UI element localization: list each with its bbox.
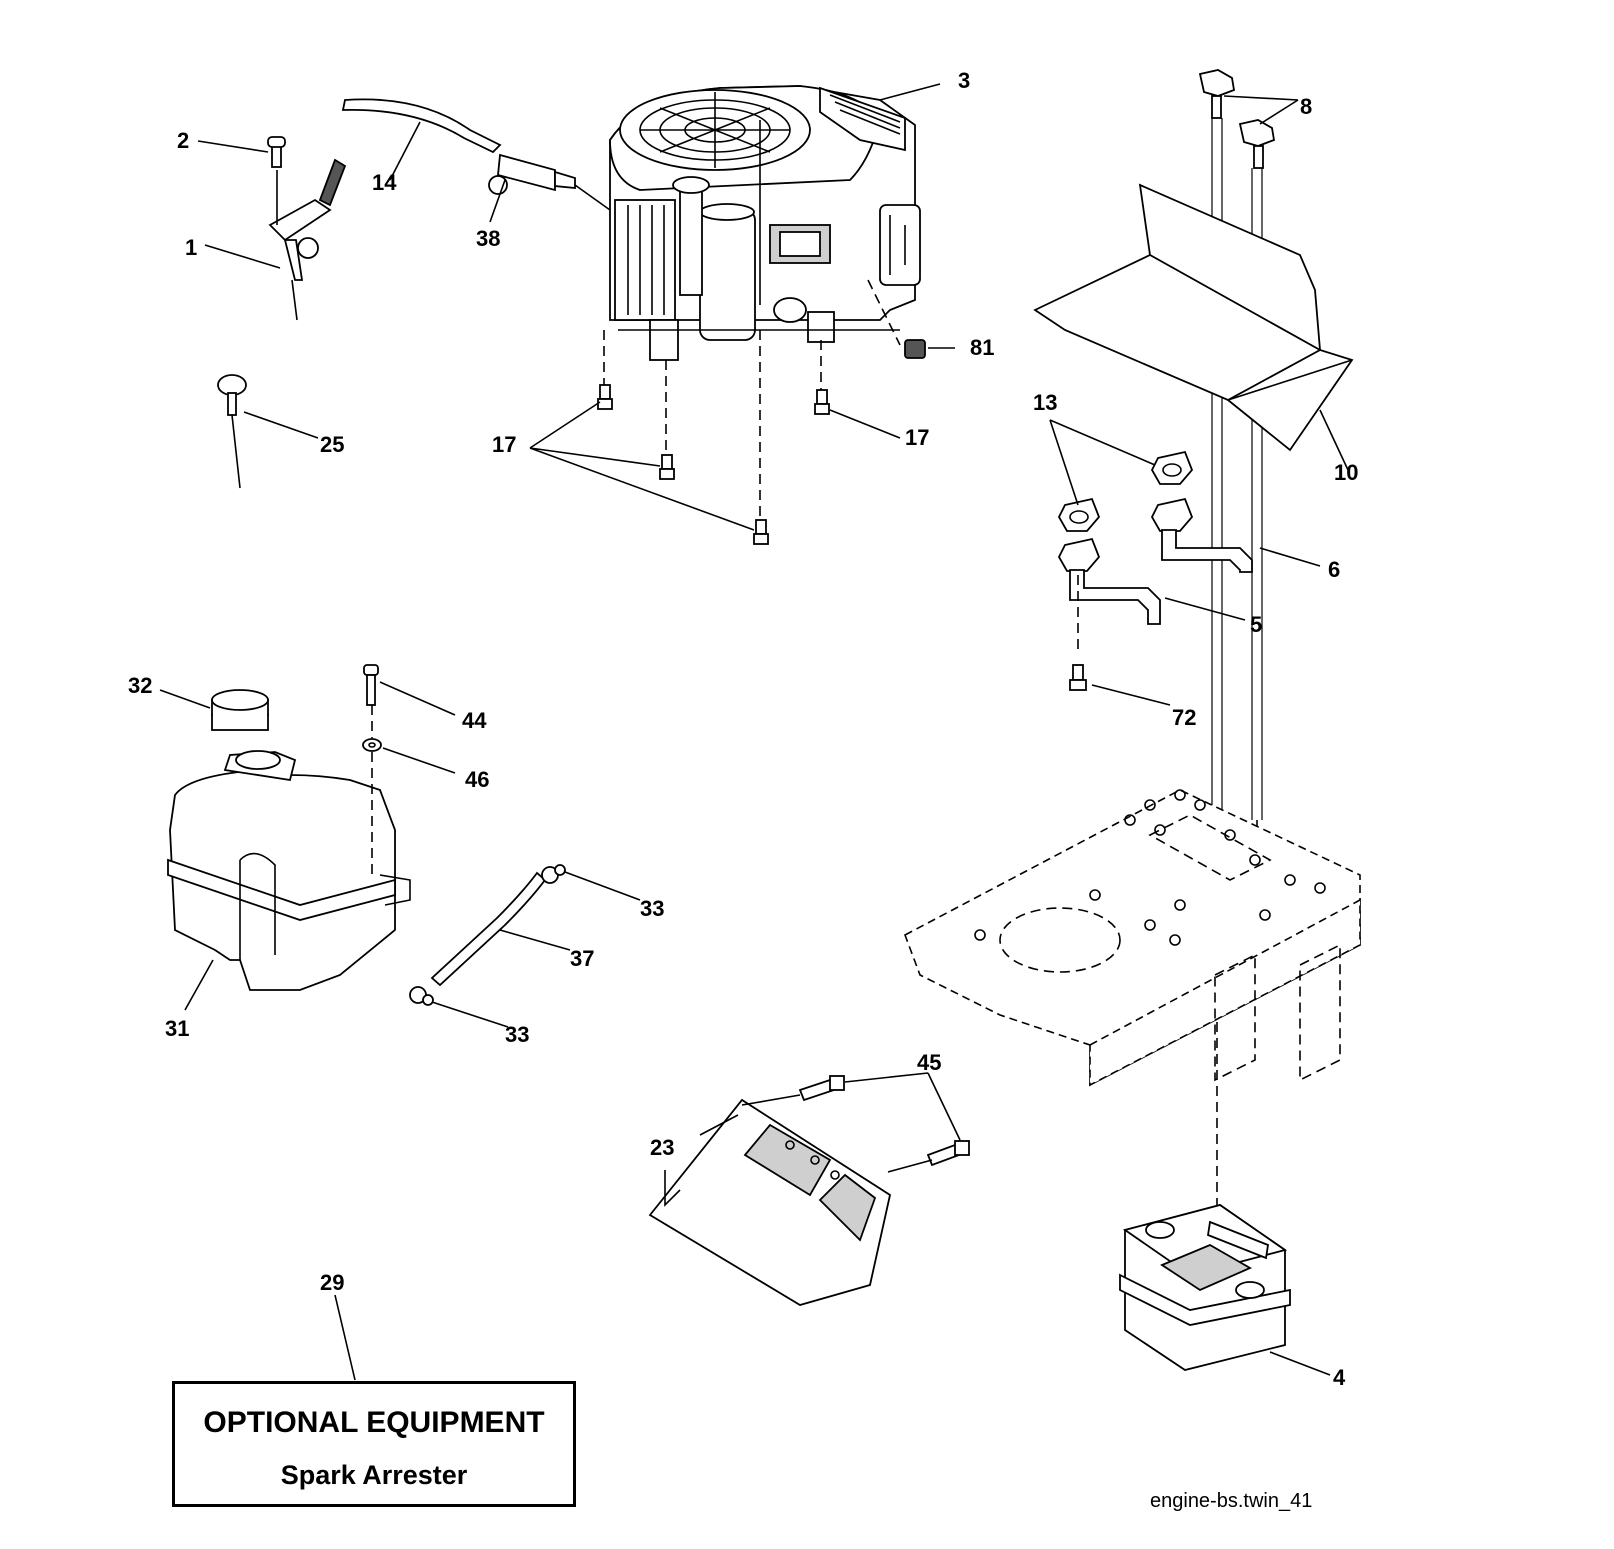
label-8: 8 (1300, 94, 1312, 119)
exhaust-pipe-5 (1057, 537, 1161, 625)
label-13: 13 (1033, 390, 1057, 415)
label-17a: 17 (492, 432, 516, 457)
engine-part-3 (609, 85, 921, 361)
label-46: 46 (465, 767, 489, 792)
label-1: 1 (185, 235, 197, 260)
label-25: 25 (320, 432, 344, 457)
spark-arrester-label: Spark Arrester (280, 1460, 468, 1490)
label-3: 3 (958, 68, 970, 93)
drain-plug-81 (904, 339, 926, 359)
label-23: 23 (650, 1135, 674, 1160)
label-38: 38 (476, 226, 500, 251)
exhaust-pipe-6 (1150, 497, 1253, 573)
label-4: 4 (1333, 1365, 1346, 1390)
label-33a: 33 (640, 896, 664, 921)
label-81: 81 (970, 335, 994, 360)
label-29: 29 (320, 1270, 344, 1295)
label-31: 31 (165, 1016, 189, 1041)
fuel-cap-32 (211, 689, 269, 731)
hose-clamp-33b (409, 986, 434, 1006)
bolt-17-group (597, 384, 830, 545)
fuel-tank-31 (167, 750, 411, 991)
label-17b: 17 (905, 425, 929, 450)
exhaust-gasket-13 (1057, 450, 1194, 532)
muffler-4 (1119, 1204, 1291, 1371)
label-33b: 33 (505, 1022, 529, 1047)
frame-outline (904, 789, 1361, 1087)
label-2: 2 (177, 128, 189, 153)
optional-equipment-box: OPTIONAL EQUIPMENT Spark Arrester (172, 1381, 576, 1507)
label-32: 32 (128, 673, 152, 698)
bolt-45-group (798, 1075, 970, 1167)
screw-44 (363, 664, 379, 706)
label-72: 72 (1172, 705, 1196, 730)
choke-knob-25 (217, 374, 247, 489)
label-10: 10 (1334, 460, 1358, 485)
hose-clamp-33a (541, 864, 566, 884)
optional-equipment-title: OPTIONAL EQUIPMENT (203, 1406, 545, 1439)
fuel-filter-38 (488, 153, 576, 195)
fuel-hose-37 (430, 871, 547, 987)
bolt-72 (1069, 664, 1087, 691)
label-44: 44 (462, 708, 487, 733)
callout-labels: 1 2 3 4 5 6 8 10 13 14 17 17 23 25 29 31… (128, 68, 1358, 1390)
label-6: 6 (1328, 557, 1340, 582)
bolt-8-group (1198, 69, 1276, 169)
label-45: 45 (917, 1050, 941, 1075)
heat-shield-10 (1033, 183, 1354, 452)
throttle-control-1 (267, 136, 347, 321)
plate-23 (648, 1098, 892, 1306)
frame-holes (974, 789, 1326, 946)
label-5: 5 (1250, 612, 1262, 637)
label-37: 37 (570, 946, 594, 971)
label-14: 14 (372, 170, 397, 195)
washer-46 (362, 738, 382, 752)
diagram-file-caption: engine-bs.twin_41 (1150, 1490, 1313, 1512)
fuel-hose-14 (341, 98, 502, 154)
